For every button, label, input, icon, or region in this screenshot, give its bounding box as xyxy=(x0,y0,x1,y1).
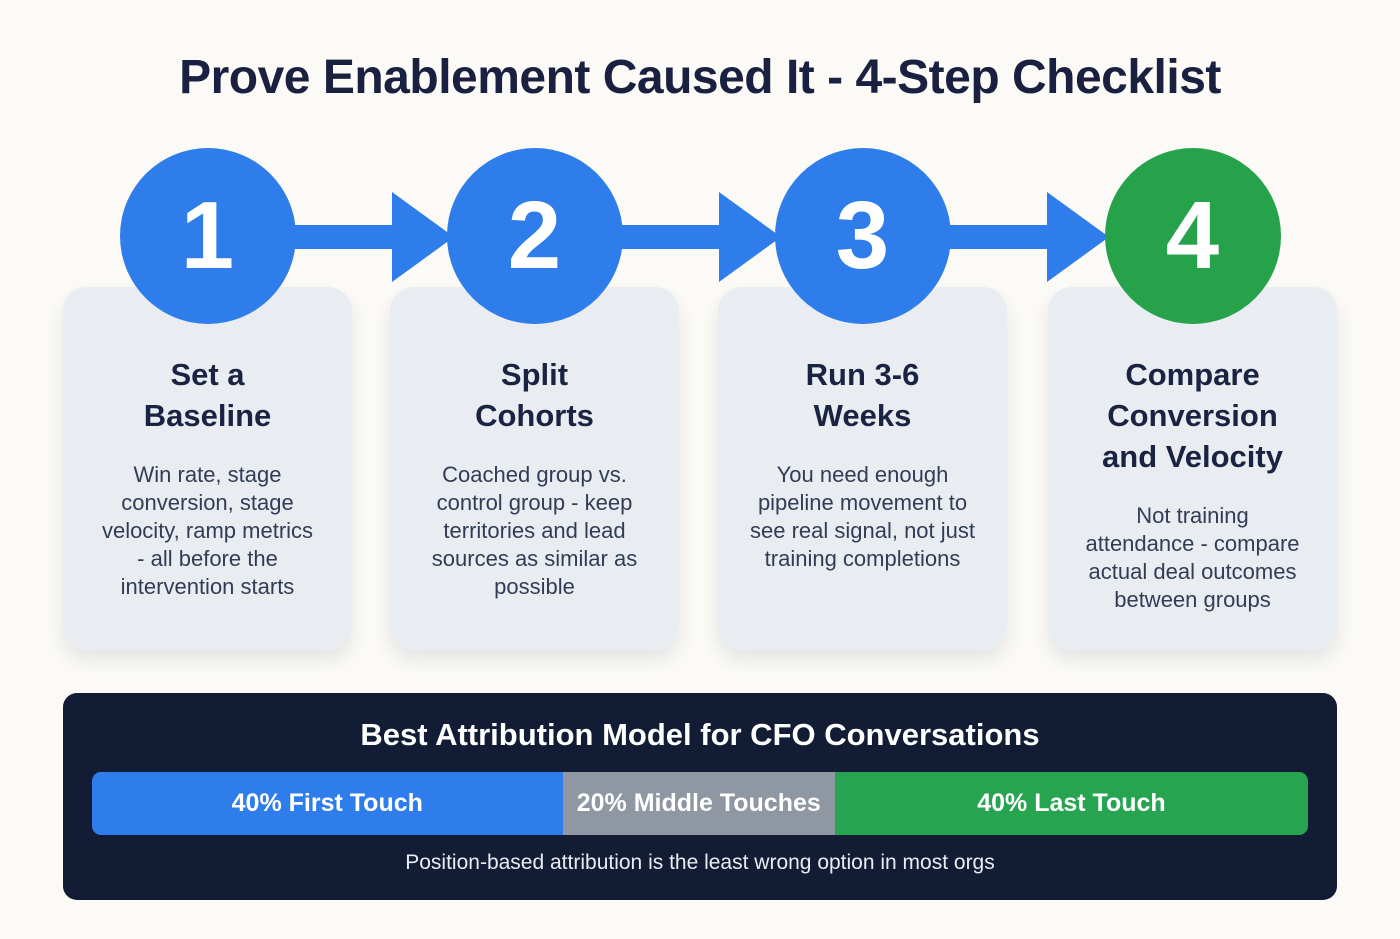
steps-row: Set a Baseline Win rate, stage conversio… xyxy=(63,148,1337,653)
step-card: Set a Baseline Win rate, stage conversio… xyxy=(63,287,352,650)
arrow-shaft-1 xyxy=(295,225,395,249)
step-number-badge: 2 xyxy=(446,148,623,324)
step-number: 2 xyxy=(507,182,562,289)
step-number-badge: 1 xyxy=(119,148,296,324)
arrow-shaft-3 xyxy=(950,225,1050,249)
step-split-cohorts: Split Cohorts Coached group vs. control … xyxy=(390,148,679,653)
segment-first-touch: 40% First Touch xyxy=(92,772,563,835)
step-description: Win rate, stage conversion, stage veloci… xyxy=(101,461,314,600)
step-compare-conversion-velocity: Compare Conversion and Velocity Not trai… xyxy=(1048,148,1337,653)
step-description: Not training attendance - compare actual… xyxy=(1085,502,1300,613)
arrow-shaft-2 xyxy=(622,225,722,249)
attribution-heading: Best Attribution Model for CFO Conversat… xyxy=(360,717,1040,752)
arrow-head-icon xyxy=(392,192,454,282)
page-title: Prove Enablement Caused It - 4-Step Chec… xyxy=(179,51,1221,104)
step-card: Compare Conversion and Velocity Not trai… xyxy=(1048,287,1337,650)
step-title: Set a Baseline xyxy=(143,357,272,433)
segment-label: 20% Middle Touches xyxy=(576,789,821,817)
step-set-a-baseline: Set a Baseline Win rate, stage conversio… xyxy=(63,148,352,653)
step-card: Run 3-6 Weeks You need enough pipeline m… xyxy=(718,287,1007,650)
step-number: 3 xyxy=(835,182,890,289)
step-card: Split Cohorts Coached group vs. control … xyxy=(390,287,679,650)
segment-label: 40% First Touch xyxy=(231,789,423,817)
attribution-caption: Position-based attribution is the least … xyxy=(405,851,995,874)
step-number-badge: 4 xyxy=(1104,148,1281,324)
segment-last-touch: 40% Last Touch xyxy=(834,772,1308,835)
step-title: Split Cohorts xyxy=(475,357,594,433)
arrow-head-icon xyxy=(1047,192,1109,282)
step-description: You need enough pipeline movement to see… xyxy=(749,461,976,572)
step-number: 4 xyxy=(1165,182,1220,289)
step-run-3-6-weeks: Run 3-6 Weeks You need enough pipeline m… xyxy=(718,148,1007,653)
step-number-badge: 3 xyxy=(774,148,951,324)
segment-middle-touches: 20% Middle Touches xyxy=(562,772,835,835)
step-title: Run 3-6 Weeks xyxy=(805,357,920,433)
step-title: Compare Conversion and Velocity xyxy=(1102,357,1283,474)
step-description: Coached group vs. control group - keep t… xyxy=(431,461,638,600)
step-number: 1 xyxy=(180,182,235,289)
segment-label: 40% Last Touch xyxy=(977,789,1166,817)
attribution-stacked-bar: 40% First Touch 20% Middle Touches 40% L… xyxy=(92,772,1308,835)
arrow-head-icon xyxy=(719,192,781,282)
attribution-panel: Best Attribution Model for CFO Conversat… xyxy=(63,693,1337,900)
